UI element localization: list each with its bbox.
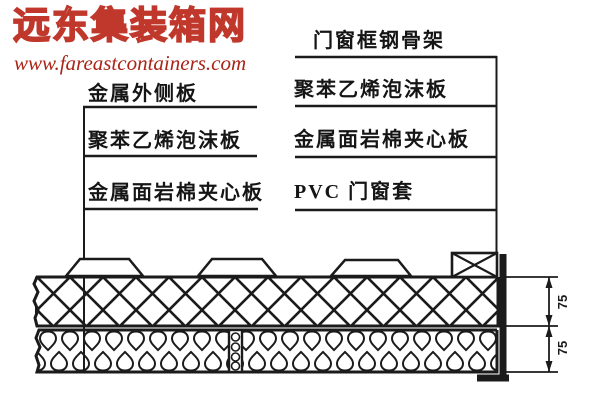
label-metal-outer-panel: 金属外侧板	[88, 83, 198, 105]
site-url: www.fareastcontainers.com	[14, 51, 247, 75]
lower-panel	[34, 328, 499, 374]
panel-joint-strip	[227, 328, 244, 374]
label-rockwool-sandwich-right: 金属面岩棉夹心板	[294, 129, 470, 151]
label-polystyrene-foam-left: 聚苯乙烯泡沫板	[88, 130, 242, 152]
label-rockwool-sandwich-left: 金属面岩棉夹心板	[88, 182, 264, 204]
callout-underlines-left	[83, 105, 258, 211]
site-logo: 远东集装箱网	[12, 4, 247, 47]
callout-underlines-right	[295, 55, 497, 212]
panel-ridges	[63, 257, 414, 278]
label-polystyrene-foam-right: 聚苯乙烯泡沫板	[294, 79, 448, 101]
dimension-arrowheads	[545, 277, 553, 372]
label-pvc-door-window-casing: PVC 门窗套	[294, 181, 415, 203]
pvc-casing-profile	[477, 254, 509, 382]
label-doorframe-steel-skeleton: 门窗框钢骨架	[313, 30, 445, 52]
frame-block	[450, 251, 499, 279]
upper-panel	[32, 275, 500, 328]
